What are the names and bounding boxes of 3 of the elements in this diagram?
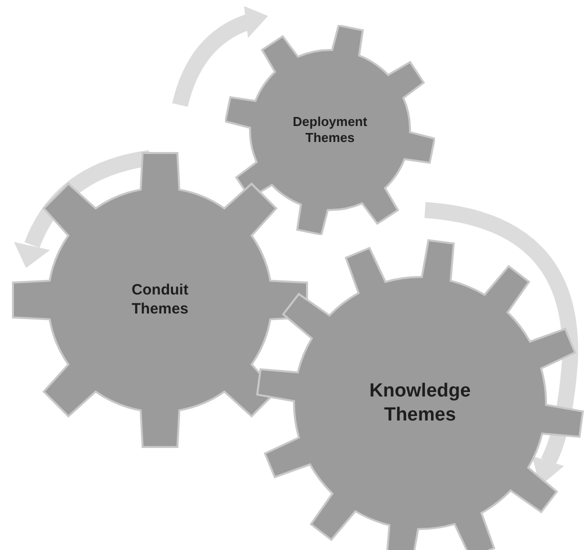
gear-label: Conduit Themes xyxy=(130,281,190,319)
gear-label: Knowledge Themes xyxy=(368,379,472,427)
gear-label: Deployment Themes xyxy=(292,114,368,146)
